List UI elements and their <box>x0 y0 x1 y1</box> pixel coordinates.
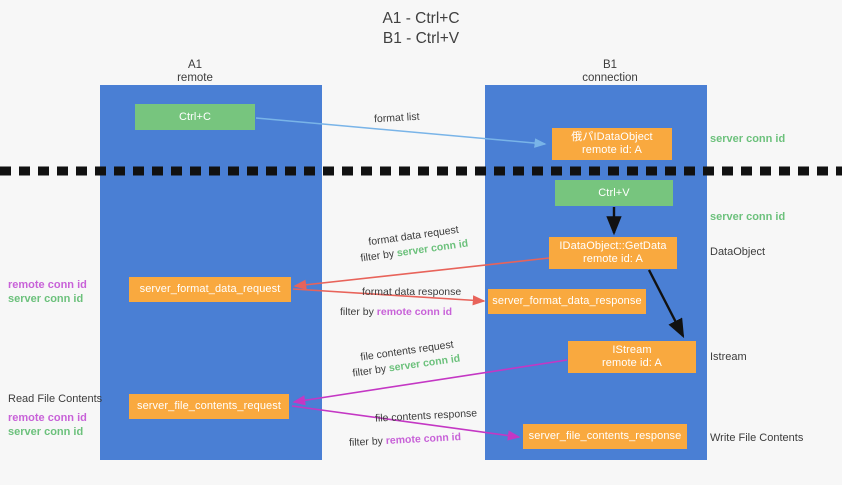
caption-file-contents-response-filter: filter by remote conn id <box>349 430 462 450</box>
column-header-a1-role: remote <box>177 72 213 84</box>
column-header-b1-name: B1 <box>602 59 618 71</box>
label-server-conn-id-top: server conn id <box>710 133 786 145</box>
box-server-format-data-response-label: server_format_data_response <box>492 295 642 307</box>
filter-prefix: filter by <box>351 362 390 380</box>
label-conn-ids-format: remote conn id server conn id <box>8 278 87 306</box>
label-write-file-contents: Write File Contents <box>710 432 804 444</box>
caption-format-data-response-label: format data response <box>362 286 462 298</box>
box-getdata-line1: IDataObject::GetData <box>559 240 667 252</box>
box-ctrl-c-label: Ctrl+C <box>178 110 212 123</box>
box-ctrl-v-label: Ctrl+V <box>598 186 630 199</box>
caption-file-contents-response-label: file contents response <box>374 407 478 425</box>
filter-value-remote-conn-id: remote conn id <box>376 306 453 318</box>
box-server-format-data-request-label: server_format_data_request <box>139 283 281 295</box>
label-conn-ids-file: remote conn id server conn id <box>8 411 87 439</box>
box-getdata-line2: remote id: A <box>583 253 643 265</box>
column-header-b1-role: connection <box>582 72 638 84</box>
box-server-file-contents-response[interactable]: server_file_contents_response <box>523 424 687 449</box>
box-ctrl-c[interactable]: Ctrl+C <box>135 104 255 130</box>
label-remote-conn-id-1: remote conn id <box>8 279 87 291</box>
box-istream[interactable]: IStream remote id: A <box>568 341 696 373</box>
caption-format-data-response-filter: filter by remote conn id <box>340 305 452 319</box>
label-read-file-contents: Read File Contents <box>8 393 103 405</box>
box-server-file-contents-response-label: server_file_contents_response <box>528 430 682 442</box>
box-istream-line1: IStream <box>612 344 652 356</box>
column-header-a1-name: A1 <box>187 59 203 71</box>
caption-format-data-response: format data response <box>362 285 461 299</box>
filter-prefix: filter by <box>340 306 377 318</box>
box-idataobject-line2: remote id: A <box>582 144 642 156</box>
label-server-conn-id-1: server conn id <box>8 293 84 305</box>
label-remote-conn-id-2: remote conn id <box>8 412 87 424</box>
column-header-a1: A1 remote <box>130 59 260 85</box>
caption-file-contents-response: file contents response <box>375 406 478 425</box>
column-header-b1: B1 connection <box>545 59 675 85</box>
box-istream-line2: remote id: A <box>602 357 662 369</box>
page-title: A1 - Ctrl+C B1 - Ctrl+V <box>382 10 460 47</box>
box-idataobject-getdata[interactable]: IDataObject::GetData remote id: A <box>549 237 677 269</box>
filter-prefix: filter by <box>359 247 398 265</box>
box-idataobject[interactable]: 俄パIDataObject remote id: A <box>552 128 672 160</box>
filter-value-remote-conn-id: remote conn id <box>385 431 462 447</box>
label-server-conn-id-mid: server conn id <box>710 211 786 223</box>
box-ctrl-v[interactable]: Ctrl+V <box>555 180 673 206</box>
filter-prefix: filter by <box>348 435 387 449</box>
caption-format-list-label: format list <box>373 110 420 126</box>
box-server-file-contents-request-label: server_file_contents_request <box>136 400 282 412</box>
box-server-format-data-response[interactable]: server_format_data_response <box>488 289 646 314</box>
label-server-conn-id-2: server conn id <box>8 426 84 438</box>
caption-format-list: format list <box>374 110 420 127</box>
box-server-format-data-request[interactable]: server_format_data_request <box>129 277 291 302</box>
label-dataobject: DataObject <box>710 246 766 258</box>
box-server-file-contents-request[interactable]: server_file_contents_request <box>129 394 289 419</box>
label-istream: Istream <box>710 351 747 363</box>
box-idataobject-line1: 俄パIDataObject <box>571 131 653 143</box>
